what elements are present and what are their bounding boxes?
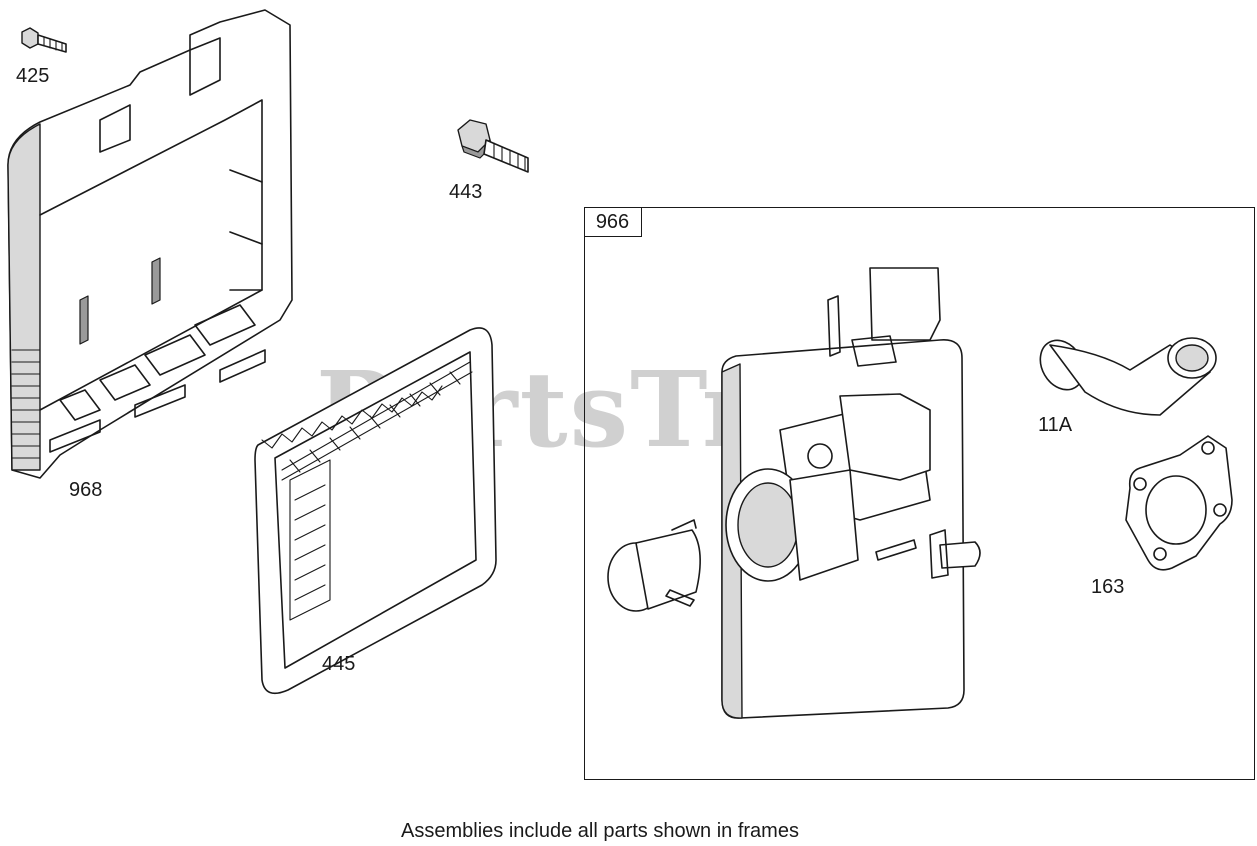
assembly-frame-label[interactable]: 966: [584, 207, 642, 237]
part-label-11a[interactable]: 11A: [1038, 414, 1073, 436]
part-445-air-filter[interactable]: [254, 327, 497, 695]
part-label-163[interactable]: 163: [1091, 576, 1125, 598]
part-443-bolt[interactable]: [457, 119, 529, 173]
part-966-cap[interactable]: [607, 519, 701, 612]
assembly-frame: [584, 207, 1255, 780]
diagram-caption: Assemblies include all parts shown in fr…: [401, 820, 799, 842]
part-label-968[interactable]: 968: [69, 479, 103, 501]
part-label-425[interactable]: 425: [16, 65, 50, 87]
part-425-bolt[interactable]: [21, 27, 67, 53]
part-label-443[interactable]: 443: [449, 181, 483, 203]
part-label-445[interactable]: 445: [322, 653, 356, 675]
part-968-air-cleaner-base[interactable]: [7, 9, 293, 479]
part-163-gasket[interactable]: [1125, 435, 1233, 571]
part-966-carburetor-assembly[interactable]: [721, 267, 981, 719]
part-11a-elbow-tube[interactable]: [1032, 332, 1217, 416]
